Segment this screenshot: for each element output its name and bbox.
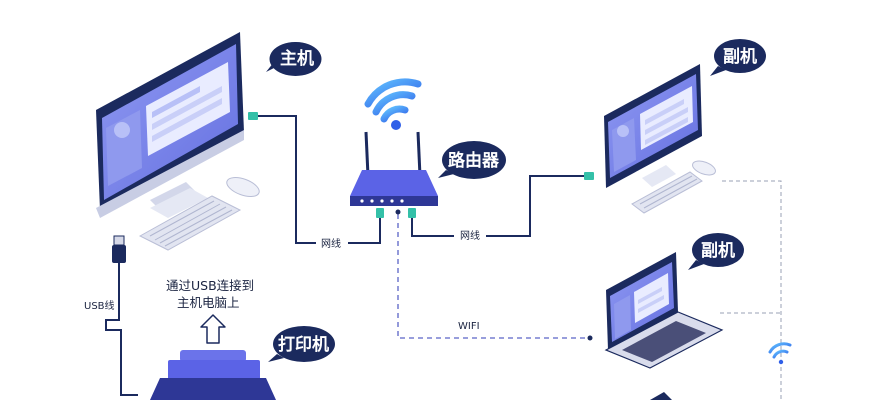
usb-label: USB线 bbox=[84, 299, 115, 312]
cable-host-router bbox=[248, 112, 384, 244]
router-label: 路由器 bbox=[448, 150, 500, 171]
up-arrow-icon bbox=[200, 314, 226, 344]
usb-note-line1: 通过USB连接到 bbox=[166, 278, 254, 293]
usb-note-line2: 主机电脑上 bbox=[177, 295, 240, 310]
host-computer bbox=[96, 32, 260, 251]
router-label-bubble: 路由器 bbox=[438, 141, 506, 179]
secondary-laptop bbox=[604, 252, 724, 369]
right-dashed-link bbox=[720, 180, 782, 400]
small-wifi-icon bbox=[768, 342, 792, 365]
usb-cable bbox=[105, 235, 138, 396]
secondary-top-label: 副机 bbox=[723, 46, 757, 67]
cable-router-secondary bbox=[408, 172, 594, 237]
wifi-signal-icon bbox=[364, 78, 422, 130]
wifi-label: WIFI bbox=[458, 321, 480, 332]
cable-right-label: 网线 bbox=[460, 229, 480, 242]
secondary-desktop bbox=[604, 64, 716, 214]
secondary-laptop-label-bubble: 副机 bbox=[688, 233, 744, 270]
host-label: 主机 bbox=[280, 48, 314, 69]
secondary-laptop-label: 副机 bbox=[701, 240, 735, 261]
router bbox=[350, 131, 438, 206]
host-label-bubble: 主机 bbox=[266, 42, 322, 76]
printer bbox=[150, 350, 276, 400]
printer-label-bubble: 打印机 bbox=[268, 326, 335, 362]
secondary-top-label-bubble: 副机 bbox=[710, 39, 766, 76]
printer-label: 打印机 bbox=[278, 334, 329, 355]
partial-device bbox=[650, 392, 672, 400]
cable-left-label: 网线 bbox=[321, 237, 341, 250]
wifi-link-dashed bbox=[395, 209, 593, 341]
